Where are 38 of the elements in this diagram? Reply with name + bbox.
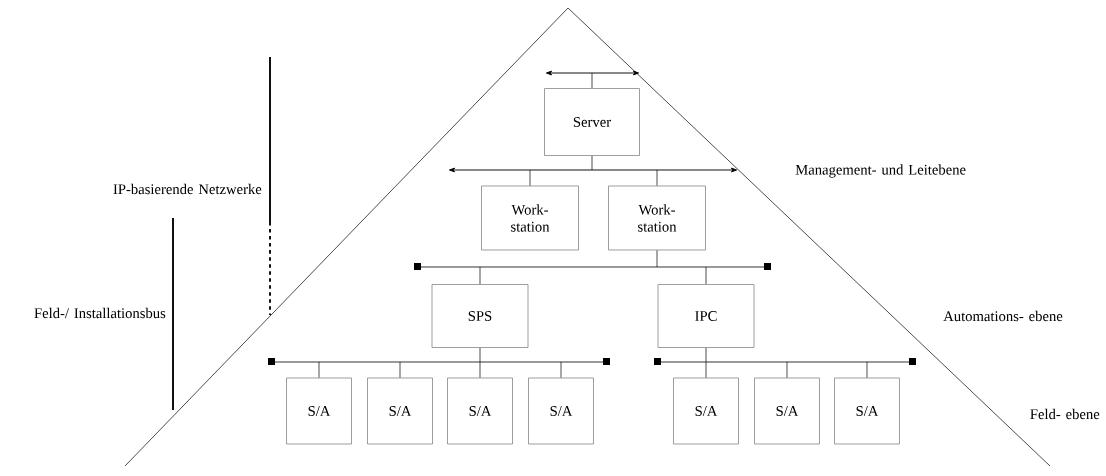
device-box: Server [544,88,640,156]
connector-line [656,250,658,268]
device-box: IPC [657,284,755,348]
connector-line [479,347,481,363]
connector-line [705,361,707,378]
device-box: S/A [367,377,433,445]
device-box: S/A [286,377,352,445]
level-label: Feld-/ Installationsbus [34,307,166,319]
device-box: S/A [447,377,513,445]
level-label: Feld- ebene [1030,408,1100,420]
connector-line [866,361,868,378]
device-box: S/A [834,377,900,445]
connector-line [705,266,707,285]
level-label: Automations- ebene [943,310,1063,322]
bus-line [654,358,916,365]
device-box: S/A [528,377,594,445]
bus-line [414,263,771,270]
bus-line [268,358,610,365]
connector-line [786,361,788,378]
device-box: SPS [431,284,529,348]
connector-line [591,72,593,89]
connector-line [399,361,401,378]
connector-line [560,361,562,378]
level-label: IP-basierende Netzwerke [113,183,262,195]
device-box: Work- station [481,185,579,251]
bus-line [448,167,738,173]
device-box: S/A [754,377,820,445]
connector-line [656,169,658,186]
bus-line [545,70,640,76]
device-box: S/A [673,377,739,445]
connector-line [479,266,481,285]
device-box: Work- station [608,185,706,251]
connector-line [479,361,481,378]
connector-line [318,361,320,378]
connector-line [705,347,707,363]
level-label: Management- und Leitebene [795,164,966,178]
connector-line [529,169,531,186]
connector-line [591,155,593,171]
